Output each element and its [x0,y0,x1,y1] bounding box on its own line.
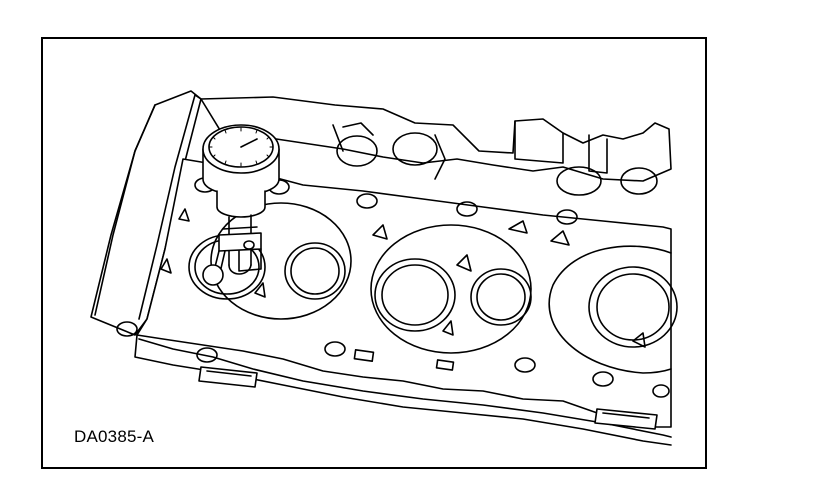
coolant-passages [160,208,646,371]
dial-indicator-tool [202,124,280,286]
valve-seats [188,234,678,348]
figure-label: DA0385-A [74,427,155,446]
chamber-outlines [210,202,672,374]
head-end-wall [90,90,202,336]
bolt-holes [116,177,670,398]
illustration-frame: DA0385-A [41,37,707,469]
gasket-deck [134,158,672,446]
cylinder-head-illustration [90,90,678,446]
probe-tip [202,264,224,286]
locating-slots [198,366,658,430]
head-back-face [200,96,672,196]
